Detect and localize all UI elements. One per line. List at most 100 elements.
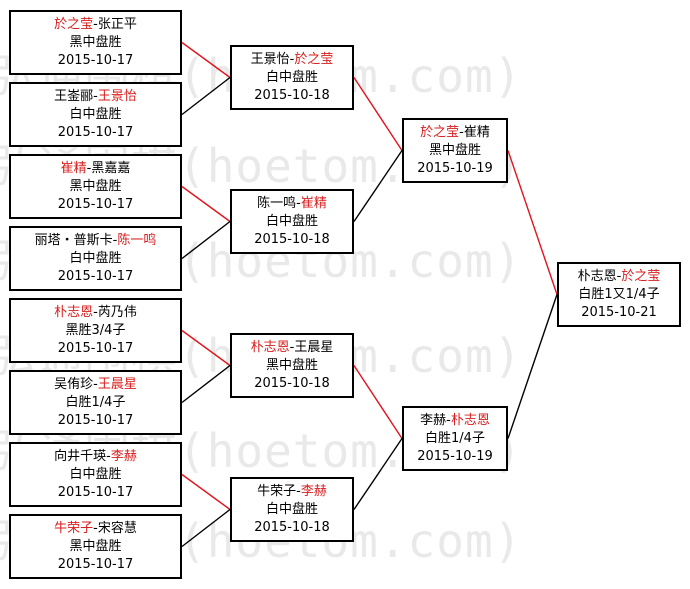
- players-line: 於之莹-崔精: [420, 124, 490, 142]
- name-separator: -: [296, 195, 301, 211]
- result-text: 黑中盘胜: [69, 178, 122, 194]
- loser-name: 黑嘉嘉: [91, 160, 131, 176]
- name-separator: -: [296, 483, 301, 499]
- name-separator: -: [86, 160, 92, 176]
- result-text: 黑中盘胜: [265, 357, 318, 373]
- match-date: 2015-10-17: [57, 268, 134, 284]
- winner-name: 王晨星: [97, 376, 137, 392]
- players-line: 向井千瑛-李赫: [54, 448, 137, 466]
- result-text: 白中盘胜: [69, 466, 122, 482]
- players-line: 於之莹-张正平: [54, 16, 137, 34]
- winner-name: 於之莹: [621, 268, 661, 284]
- match-date: 2015-10-17: [57, 196, 134, 212]
- match-date: 2015-10-19: [417, 160, 493, 176]
- bracket-connector-line: [353, 77, 403, 151]
- name-separator: -: [459, 124, 464, 140]
- loser-name: 向井千瑛: [54, 448, 107, 464]
- bracket-connector-line: [181, 364, 231, 404]
- result-text: 白胜1又1/4子: [578, 286, 660, 302]
- players-line: 牛荣子-李赫: [257, 483, 327, 501]
- name-separator: -: [446, 412, 451, 428]
- result-text: 黑中盘胜: [428, 142, 481, 158]
- loser-name: 王景怡: [250, 51, 290, 67]
- bracket-connector-line: [181, 41, 231, 79]
- winner-name: 陈一鸣: [117, 232, 157, 248]
- result-text: 白中盘胜: [265, 501, 318, 517]
- name-separator: -: [616, 268, 622, 284]
- match-date: 2015-10-17: [57, 556, 134, 572]
- winner-name: 於之莹: [54, 16, 94, 32]
- winner-name: 朴志恩: [54, 304, 94, 320]
- match-date: 2015-10-17: [57, 484, 134, 500]
- players-line: 王崟郦-王景怡: [54, 88, 137, 106]
- name-separator: -: [112, 232, 118, 248]
- name-separator: -: [93, 16, 98, 32]
- bracket-connector-line: [181, 508, 231, 548]
- players-line: 吴侑珍-王晨星: [54, 376, 137, 394]
- bracket-connector-line: [181, 220, 231, 260]
- name-separator: -: [93, 376, 98, 392]
- name-separator: -: [93, 304, 98, 320]
- match-date: 2015-10-19: [417, 448, 493, 464]
- winner-name: 於之莹: [420, 124, 460, 140]
- loser-name: 陈一鸣: [257, 195, 297, 211]
- loser-name: 王崟郦: [54, 88, 94, 104]
- name-separator: -: [289, 339, 295, 355]
- match-box-semifinal-2[interactable]: 李赫-朴志恩白胜1/4子 2015-10-19: [402, 406, 508, 471]
- match-date: 2015-10-17: [57, 340, 134, 356]
- winner-name: 朴志恩: [250, 339, 290, 355]
- winner-name: 朴志恩: [450, 412, 490, 428]
- winner-name: 崔精: [300, 195, 327, 211]
- players-line: 朴志恩-於之莹: [578, 268, 661, 286]
- loser-name: 芮乃伟: [97, 304, 137, 320]
- result-text: 黑胜3/4子: [65, 322, 126, 338]
- players-line: 朴志恩-王晨星: [251, 339, 334, 357]
- players-line: 朴志恩-芮乃伟: [54, 304, 137, 322]
- match-date: 2015-10-17: [57, 124, 134, 140]
- result-text: 白中盘胜: [265, 69, 318, 85]
- loser-name: 张正平: [97, 16, 137, 32]
- result-text: 黑中盘胜: [69, 34, 122, 50]
- match-date: 2015-10-21: [581, 304, 657, 320]
- players-line: 丽塔・普斯卡-陈一鸣: [35, 232, 157, 250]
- match-date: 2015-10-17: [57, 52, 134, 68]
- match-date: 2015-10-18: [254, 231, 330, 247]
- winner-name: 李赫: [110, 448, 137, 464]
- loser-name: 吴侑珍: [54, 376, 94, 392]
- loser-name: 牛荣子: [257, 483, 297, 499]
- loser-name: 丽塔・普斯卡: [34, 232, 113, 248]
- match-date: 2015-10-18: [254, 519, 330, 535]
- bracket-connector-line: [181, 473, 231, 511]
- bracket-connector-line: [353, 438, 403, 510]
- bracket-connector-line: [353, 150, 403, 222]
- winner-name: 牛荣子: [54, 520, 94, 536]
- result-text: 黑中盘胜: [69, 538, 122, 554]
- match-date: 2015-10-17: [57, 412, 134, 428]
- loser-name: 宋容慧: [97, 520, 137, 536]
- result-text: 白中盘胜: [69, 250, 122, 266]
- players-line: 陈一鸣-崔精: [257, 195, 327, 213]
- loser-name: 崔精: [463, 124, 490, 140]
- result-text: 白胜1/4子: [425, 430, 485, 446]
- winner-name: 於之莹: [294, 51, 334, 67]
- name-separator: -: [106, 448, 111, 464]
- match-box-r2-4[interactable]: 牛荣子-李赫白中盘胜 2015-10-18: [230, 477, 354, 542]
- loser-name: 朴志恩: [577, 268, 617, 284]
- winner-name: 王景怡: [97, 88, 137, 104]
- loser-name: 王晨星: [294, 339, 334, 355]
- loser-name: 李赫: [420, 412, 447, 428]
